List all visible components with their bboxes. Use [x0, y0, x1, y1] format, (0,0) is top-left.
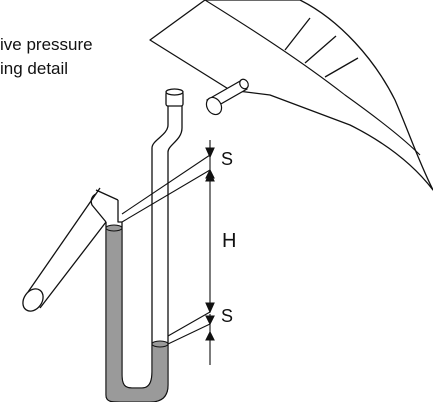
label-s-top: S — [221, 149, 233, 169]
pressure-connector — [205, 78, 249, 116]
ref-line-top-b — [121, 169, 211, 223]
top-cap-rim — [165, 88, 184, 96]
wing-spar-line — [204, 0, 421, 156]
angled-pipe-outer — [27, 187, 101, 293]
wing-section — [149, 0, 433, 191]
liquid-meniscus-right — [151, 340, 169, 348]
dim-h-arrow-down — [205, 302, 215, 314]
wing-outline — [149, 0, 433, 191]
dimension-markers — [205, 140, 215, 365]
dim-s-bottom-arrow-up — [205, 330, 215, 341]
angled-pipe-top — [95, 189, 119, 201]
angled-pipe-lower — [39, 221, 107, 309]
dim-h-arrow-up — [205, 170, 215, 182]
liquid-meniscus-left — [105, 224, 123, 232]
u-bend-inner — [121, 360, 153, 389]
wing-rib-2 — [304, 35, 337, 64]
liquid-left-leg — [105, 227, 169, 402]
angled-pipe-end — [22, 288, 44, 312]
wing-rib-1 — [284, 17, 311, 51]
right-tube-outer — [151, 106, 169, 360]
label-h: H — [222, 230, 236, 252]
caption-line-1: ive pressure — [0, 35, 93, 54]
connector-fitting — [205, 96, 223, 116]
connector-end — [239, 78, 249, 90]
reference-lines — [121, 154, 211, 345]
ref-line-top-a — [121, 154, 211, 215]
angled-pipe-inner — [117, 200, 122, 223]
dim-s-top-arrow-down — [205, 147, 215, 159]
label-s-bottom: S — [221, 306, 233, 326]
liquid-column — [105, 224, 169, 402]
caption-line-2: ing detail — [0, 59, 69, 78]
right-tube-inner — [167, 106, 183, 360]
caption: ive pressure ing detail — [0, 0, 150, 84]
dim-s-bottom-arrow-down — [205, 315, 215, 326]
ref-line-bottom-b — [167, 323, 211, 345]
wing-rib-3 — [324, 57, 359, 78]
ref-line-bottom-a — [167, 311, 211, 337]
